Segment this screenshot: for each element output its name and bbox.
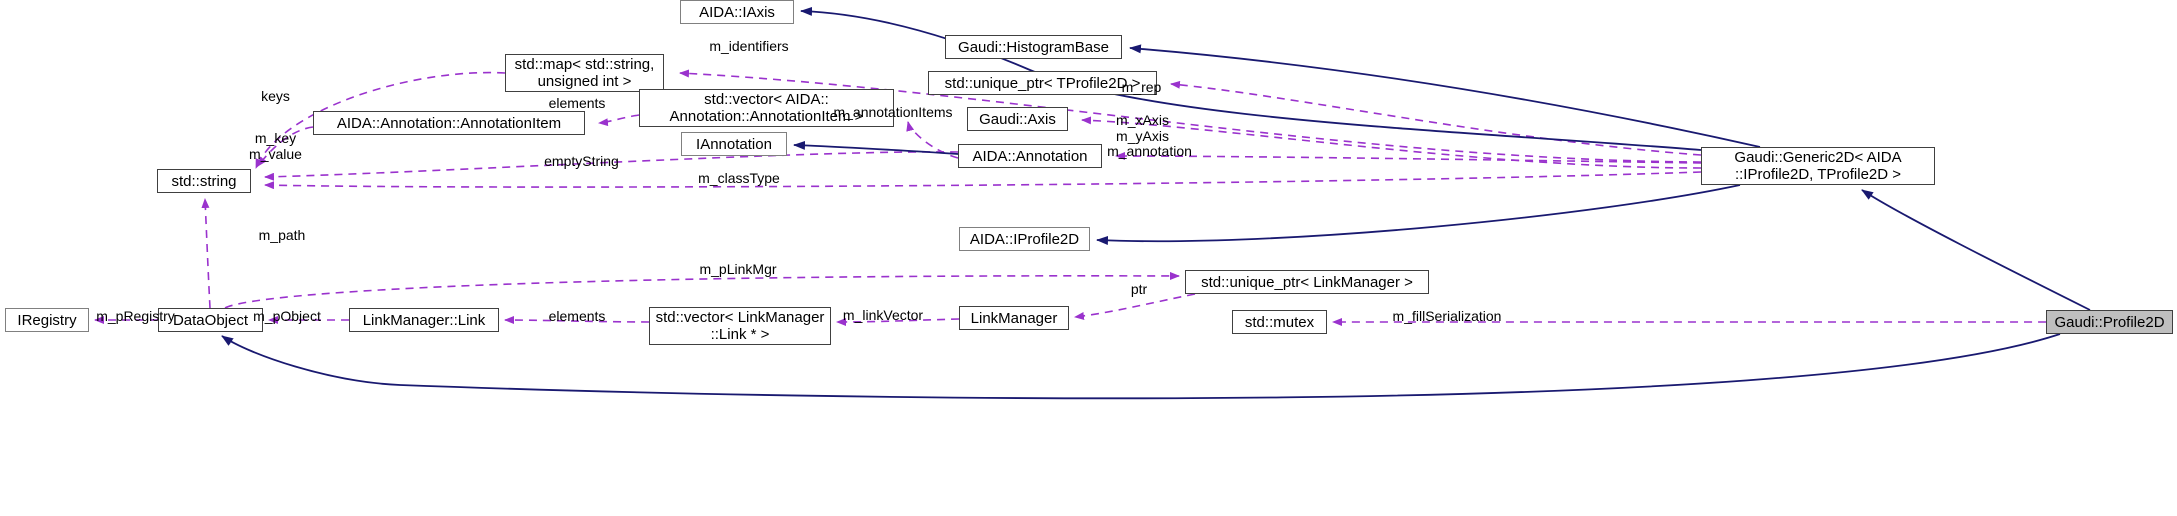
node-std-vector-linkmanager-link[interactable]: std::vector< LinkManager ::Link * > <box>649 307 831 345</box>
node-iannotation[interactable]: IAnnotation <box>681 132 787 156</box>
node-linkmanager[interactable]: LinkManager <box>959 306 1069 330</box>
node-gaudi-generic2d[interactable]: Gaudi::Generic2D< AIDA ::IProfile2D, TPr… <box>1701 147 1935 185</box>
node-std-unique-ptr-tprofile2d[interactable]: std::unique_ptr< TProfile2D > <box>928 71 1157 95</box>
node-std-map[interactable]: std::map< std::string, unsigned int > <box>505 54 664 92</box>
node-dataobject[interactable]: DataObject <box>158 308 263 332</box>
edge-label-m-path: m_path <box>258 227 306 243</box>
node-std-string[interactable]: std::string <box>157 169 251 193</box>
edge-label-emptystring: emptyString <box>544 153 619 169</box>
edge-label-m-linkvector: m_linkVector <box>842 307 924 323</box>
node-std-unique-ptr-linkmanager[interactable]: std::unique_ptr< LinkManager > <box>1185 270 1429 294</box>
edge-label-ptr: ptr <box>1130 281 1148 297</box>
node-aida-iprofile2d[interactable]: AIDA::IProfile2D <box>959 227 1090 251</box>
edge-label-keys: keys <box>261 88 290 104</box>
edge-label-m-key-m-value: m_key m_value <box>249 130 302 162</box>
node-gaudi-axis[interactable]: Gaudi::Axis <box>967 107 1068 131</box>
edge-label-m-identifiers: m_identifiers <box>709 38 789 54</box>
edge-label-m-annotation: m_annotation <box>1107 143 1192 159</box>
edge-label-m-fillserialization: m_fillSerialization <box>1392 308 1502 324</box>
node-gaudi-profile2d[interactable]: Gaudi::Profile2D <box>2046 310 2173 334</box>
node-linkmanager-link[interactable]: LinkManager::Link <box>349 308 499 332</box>
edge-label-m-xaxis-m-yaxis: m_xAxis m_yAxis <box>1116 112 1169 144</box>
node-iregistry[interactable]: IRegistry <box>5 308 89 332</box>
node-std-mutex[interactable]: std::mutex <box>1232 310 1327 334</box>
edge-label-elements-annotation: elements <box>548 95 606 111</box>
node-aida-annotation-annotationitem[interactable]: AIDA::Annotation::AnnotationItem <box>313 111 585 135</box>
node-gaudi-histogrambase[interactable]: Gaudi::HistogramBase <box>945 35 1122 59</box>
edge-label-m-plinkmgr: m_pLinkMgr <box>699 261 777 277</box>
node-aida-annotation[interactable]: AIDA::Annotation <box>958 144 1102 168</box>
node-std-vector-annotationitem[interactable]: std::vector< AIDA:: Annotation::Annotati… <box>639 89 894 127</box>
edge-label-elements-link: elements <box>548 308 606 324</box>
edge-label-m-classtype: m_classType <box>698 170 780 186</box>
node-aida-iaxis[interactable]: AIDA::IAxis <box>680 0 794 24</box>
